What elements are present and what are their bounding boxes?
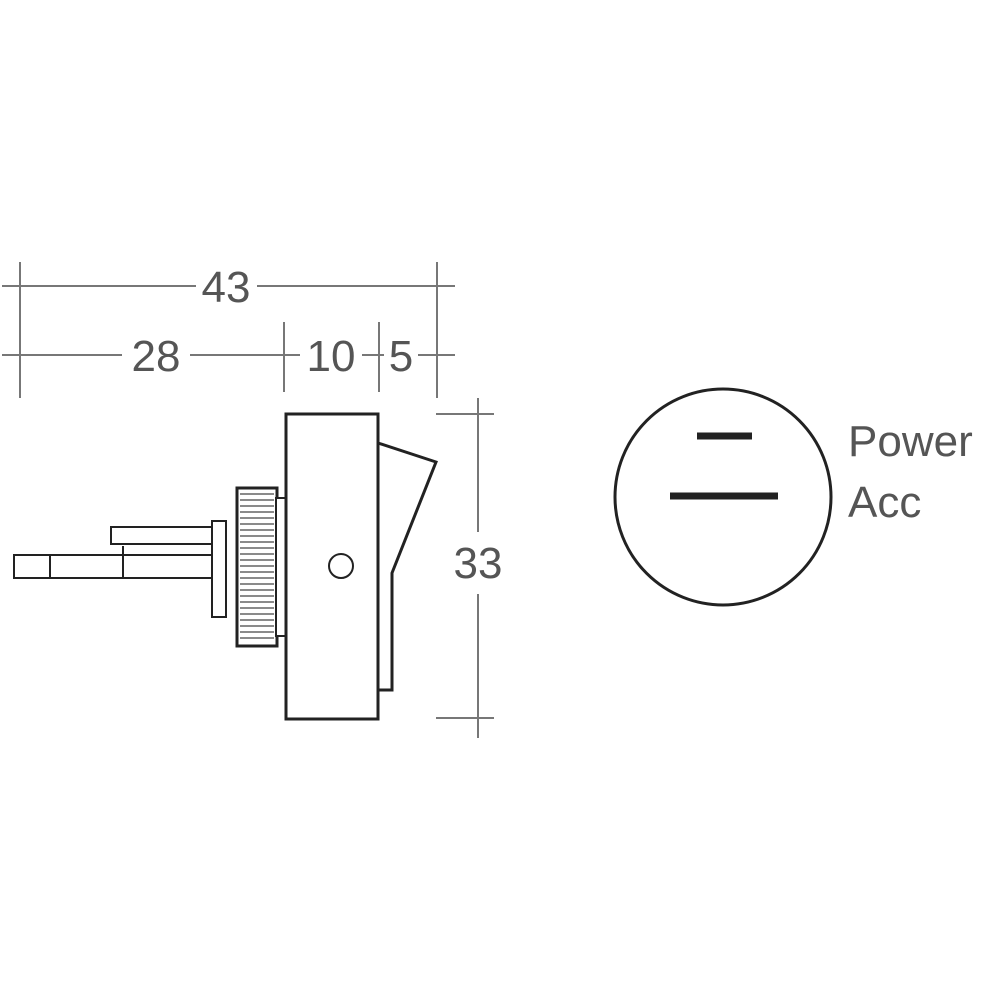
terminal-long — [13, 554, 215, 579]
dim-body-depth: 10 — [307, 332, 356, 381]
terminal-short — [110, 526, 215, 545]
mounting-collar — [211, 520, 227, 618]
dim-rocker-depth: 5 — [389, 332, 413, 381]
switch-side-view — [13, 412, 438, 721]
switch-symbol — [613, 387, 833, 607]
dim-overall-length: 43 — [202, 263, 251, 312]
acc-label: Acc — [848, 478, 921, 527]
dim-terminal-length: 28 — [132, 332, 181, 381]
dimension-lines — [2, 262, 494, 738]
indicator-dot — [328, 553, 354, 579]
knurl-pattern — [240, 493, 274, 639]
power-label: Power — [848, 417, 973, 466]
dim-height: 33 — [454, 539, 503, 588]
rocker-actuator — [376, 440, 438, 692]
